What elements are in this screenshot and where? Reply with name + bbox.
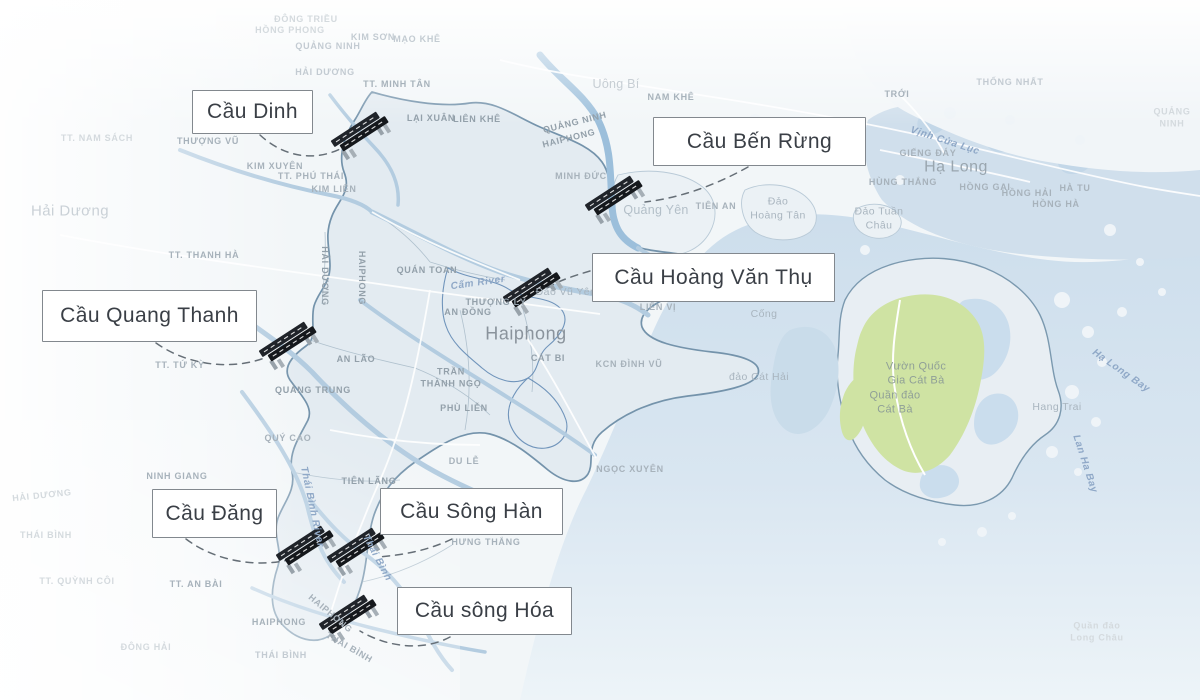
callout-label: Cầu sông Hóa	[414, 599, 555, 622]
connector-cau-song-hoa	[359, 630, 451, 647]
callout-label: Cầu Bến Rừng	[686, 129, 833, 153]
park-trail	[891, 299, 926, 476]
bridge-icon-cau-quang-thanh[interactable]	[258, 318, 324, 375]
callout-cau-hoang-van-thu[interactable]: Cầu Hoàng Văn Thụ	[592, 253, 835, 302]
bridge-icon-cau-dang[interactable]	[275, 522, 341, 579]
callout-cau-ben-rung[interactable]: Cầu Bến Rừng	[653, 117, 866, 166]
callout-label: Cầu Hoàng Văn Thụ	[614, 265, 813, 289]
callout-cau-song-hoa[interactable]: Cầu sông Hóa	[397, 587, 572, 635]
fade-bottom-left	[0, 420, 460, 700]
connector-cau-dang	[185, 538, 293, 564]
callout-label: Cầu Đăng	[165, 501, 264, 525]
bridge-icon-cau-hoang-van-thu[interactable]	[502, 264, 568, 321]
cat-ba-park-west	[839, 376, 871, 441]
bridge-icon-cau-ben-rung[interactable]	[584, 172, 650, 229]
callout-cau-song-han[interactable]: Cầu Sông Hàn	[380, 488, 563, 535]
callout-cau-dinh[interactable]: Cầu Dinh	[192, 90, 313, 134]
bridge-icon-cau-dinh[interactable]	[330, 108, 396, 165]
cat-ba-park	[853, 294, 985, 473]
city-outlines	[441, 267, 568, 449]
bay-water	[864, 105, 1200, 260]
connector-cau-quang-thanh	[155, 342, 268, 366]
callout-label: Cầu Sông Hàn	[400, 499, 543, 523]
connector-cau-song-han	[377, 538, 453, 558]
callout-label: Cầu Dinh	[207, 100, 298, 123]
callout-cau-quang-thanh[interactable]: Cầu Quang Thanh	[42, 290, 257, 342]
callout-label: Cầu Quang Thanh	[60, 304, 239, 327]
coastal-water-patch	[770, 326, 839, 434]
connector-cau-ben-rung	[644, 166, 749, 203]
callout-cau-dang[interactable]: Cầu Đăng	[152, 489, 277, 538]
connector-cau-dinh	[259, 134, 341, 157]
islands	[612, 170, 902, 257]
